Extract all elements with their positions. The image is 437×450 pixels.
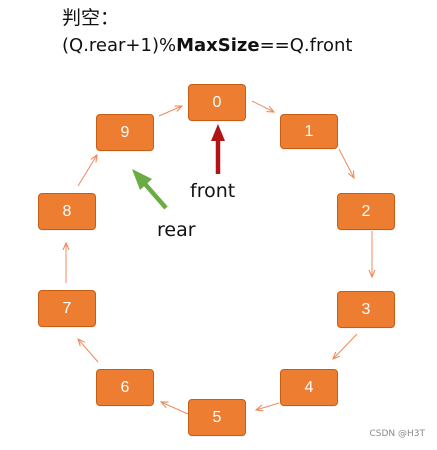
ring-arrow-0-1 [251, 100, 274, 112]
page-title: 判空： [62, 7, 120, 29]
ring-arrow-1-2 [338, 148, 354, 178]
condition-suffix: ==Q.front [259, 35, 353, 56]
rear-pointer-shaft [143, 182, 168, 210]
rear-pointer-head [132, 169, 152, 190]
queue-slot-0: 0 [188, 84, 246, 121]
queue-slot-5: 5 [188, 399, 246, 436]
ring-arrow-9-0 [158, 106, 182, 117]
queue-slot-4: 4 [280, 369, 338, 406]
queue-slot-6: 6 [96, 369, 154, 406]
queue-slot-1: 1 [280, 114, 338, 149]
queue-slot-2: 2 [337, 193, 395, 230]
ring-arrow-5-6 [161, 402, 189, 415]
queue-slot-9: 9 [96, 114, 154, 151]
ring-arrow-6-7 [78, 339, 99, 363]
ring-arrow-4-5 [256, 402, 280, 410]
queue-slot-8: 8 [38, 193, 96, 230]
ring-arrow-8-9 [77, 155, 97, 187]
condition-prefix: (Q.rear+1)% [62, 35, 177, 56]
condition-maxsize: MaxSize [176, 35, 260, 56]
queue-slot-7: 7 [38, 290, 96, 327]
empty-condition: (Q.rear+1)%MaxSize==Q.front [62, 35, 352, 57]
queue-slot-3: 3 [337, 291, 395, 328]
front-label: front [190, 180, 236, 202]
watermark: CSDN @H3T [369, 429, 425, 439]
ring-arrow-3-4 [333, 333, 358, 359]
front-pointer-head [211, 124, 225, 141]
rear-label: rear [157, 219, 196, 241]
